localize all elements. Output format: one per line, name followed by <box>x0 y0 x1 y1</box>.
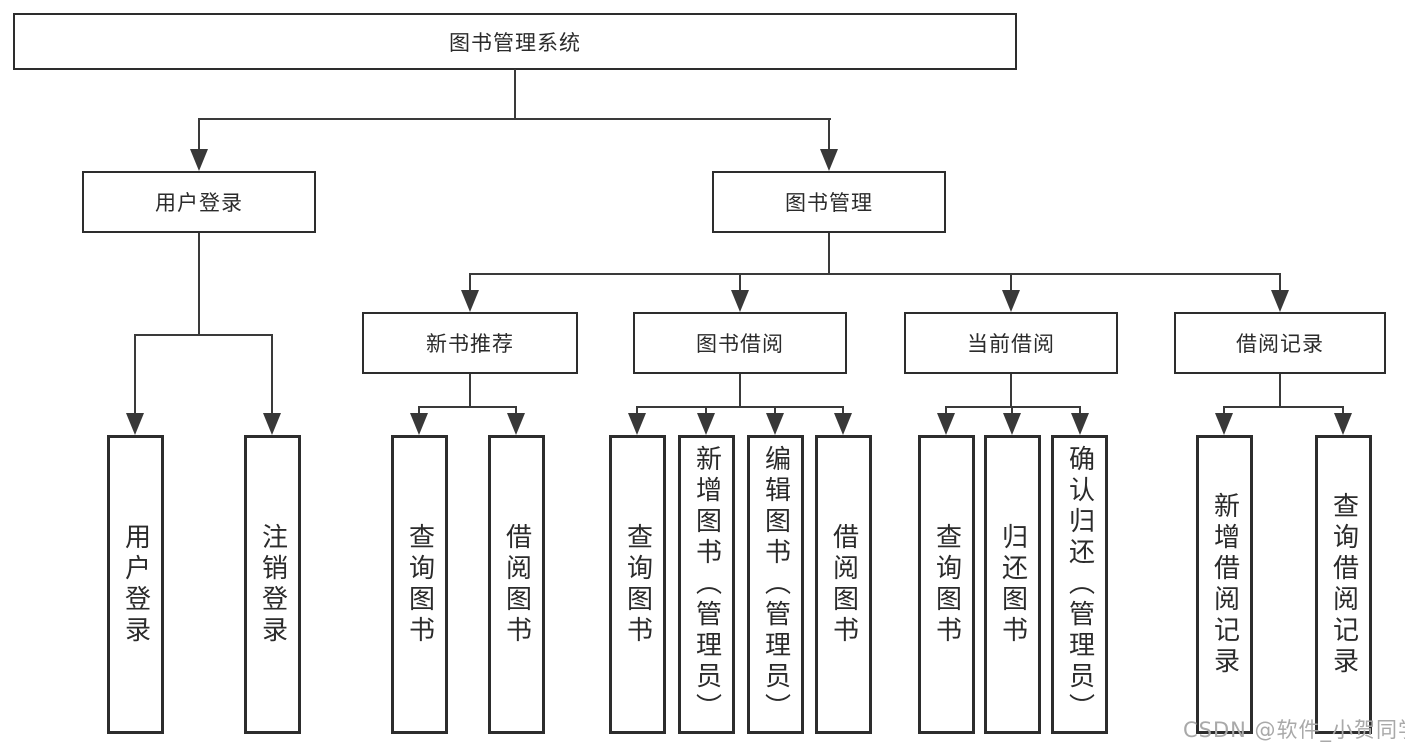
leaf-borrow-books-recommend: 借阅图书 <box>488 435 545 734</box>
node-borrow-records: 借阅记录 <box>1174 312 1386 374</box>
node-user-login: 用户登录 <box>82 171 316 233</box>
connector-arrowhead <box>1271 290 1289 312</box>
node-label: 新增借阅记录 <box>1209 491 1240 678</box>
node-label: 图书借阅 <box>696 332 784 356</box>
connector-line <box>842 406 844 415</box>
connector-arrowhead <box>1003 413 1021 435</box>
connector-arrowhead <box>766 413 784 435</box>
connector-line <box>469 273 471 292</box>
connector-arrowhead <box>1215 413 1233 435</box>
connector-arrowhead <box>263 413 281 435</box>
connector-arrowhead <box>126 413 144 435</box>
leaf-user-login: 用户登录 <box>107 435 164 734</box>
connector-line <box>774 406 776 415</box>
connector-arrowhead <box>697 413 715 435</box>
connector-line <box>198 118 200 151</box>
node-label: 确认归还（管理员） <box>1064 445 1095 724</box>
node-label: 新增图书（管理员） <box>691 445 722 724</box>
connector-arrowhead <box>1002 290 1020 312</box>
connector-arrowhead <box>190 149 208 171</box>
connector-arrowhead <box>731 290 749 312</box>
leaf-return-book: 归还图书 <box>984 435 1041 734</box>
connector-line <box>1279 273 1281 292</box>
leaf-confirm-return-admin: 确认归还（管理员） <box>1051 435 1108 734</box>
connector-line <box>469 273 1281 275</box>
connector-arrowhead <box>461 290 479 312</box>
connector-line <box>469 374 471 408</box>
node-label: 新书推荐 <box>426 332 514 356</box>
connector-arrowhead <box>507 413 525 435</box>
node-label: 用户登录 <box>120 522 151 647</box>
connector-line <box>705 406 707 415</box>
connector-line <box>418 406 517 408</box>
connector-line <box>1279 374 1281 408</box>
node-new-book-recommend: 新书推荐 <box>362 312 578 374</box>
connector-line <box>1223 406 1344 408</box>
leaf-borrow-book: 借阅图书 <box>815 435 872 734</box>
connector-arrowhead <box>1334 413 1352 435</box>
node-label: 用户登录 <box>155 191 243 215</box>
connector-line <box>739 374 741 408</box>
connector-arrowhead <box>410 413 428 435</box>
node-label: 归还图书 <box>997 522 1028 647</box>
node-label: 借阅记录 <box>1236 332 1324 356</box>
connector-line <box>1011 406 1013 415</box>
node-label: 图书管理 <box>785 191 873 215</box>
node-label: 查询图书 <box>622 522 653 647</box>
connector-line <box>739 273 741 292</box>
connector-line <box>636 406 844 408</box>
connector-arrowhead <box>820 149 838 171</box>
connector-arrowhead <box>628 413 646 435</box>
leaf-query-borrow-record: 查询借阅记录 <box>1315 435 1372 734</box>
leaf-query-books-current: 查询图书 <box>918 435 975 734</box>
connector-line <box>1010 273 1012 292</box>
connector-line <box>134 334 136 415</box>
connector-line <box>418 406 420 415</box>
node-label: 查询借阅记录 <box>1328 491 1359 678</box>
node-label: 查询图书 <box>404 522 435 647</box>
connector-arrowhead <box>937 413 955 435</box>
csdn-watermark: CSDN @软件_小贺同学 <box>1183 718 1405 742</box>
node-label: 查询图书 <box>931 522 962 647</box>
connector-line <box>271 334 273 415</box>
node-label: 编辑图书（管理员） <box>760 445 791 724</box>
node-label: 当前借阅 <box>967 332 1055 356</box>
connector-arrowhead <box>1071 413 1089 435</box>
connector-line <box>515 406 517 415</box>
connector-line <box>514 69 516 119</box>
leaf-add-book-admin: 新增图书（管理员） <box>678 435 735 734</box>
leaf-query-books-borrowing: 查询图书 <box>609 435 666 734</box>
node-label: 注销登录 <box>257 522 288 647</box>
connector-line <box>1223 406 1225 415</box>
connector-line <box>198 118 831 120</box>
connector-line <box>1342 406 1344 415</box>
connector-line <box>636 406 638 415</box>
connector-line <box>198 233 200 336</box>
leaf-add-borrow-record: 新增借阅记录 <box>1196 435 1253 734</box>
leaf-query-books-recommend: 查询图书 <box>391 435 448 734</box>
node-library-system: 图书管理系统 <box>13 13 1017 70</box>
node-current-borrowing: 当前借阅 <box>904 312 1118 374</box>
connector-line <box>945 406 1081 408</box>
connector-line <box>1010 374 1012 408</box>
connector-line <box>134 334 273 336</box>
leaf-edit-book-admin: 编辑图书（管理员） <box>747 435 804 734</box>
connector-line <box>945 406 947 415</box>
connector-line <box>828 233 830 275</box>
node-label: 图书管理系统 <box>449 30 581 55</box>
connector-line <box>828 118 830 151</box>
connector-arrowhead <box>834 413 852 435</box>
connector-line <box>1079 406 1081 415</box>
node-book-borrowing: 图书借阅 <box>633 312 847 374</box>
node-label: 借阅图书 <box>501 522 532 647</box>
node-label: 借阅图书 <box>828 522 859 647</box>
leaf-logout: 注销登录 <box>244 435 301 734</box>
node-book-management: 图书管理 <box>712 171 946 233</box>
